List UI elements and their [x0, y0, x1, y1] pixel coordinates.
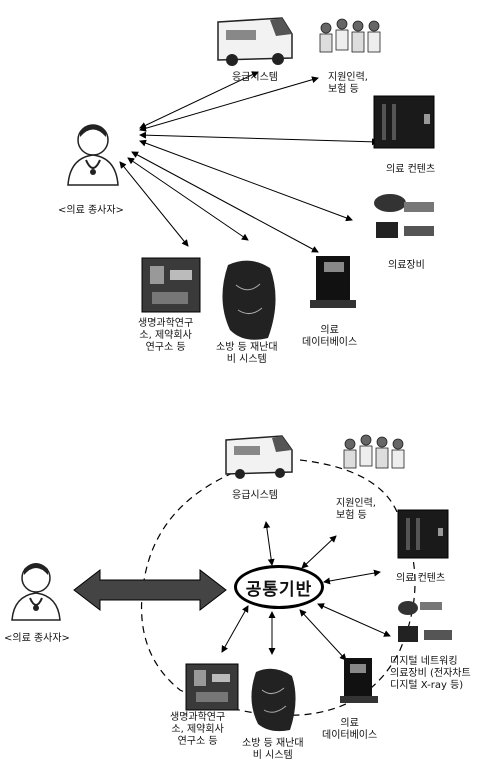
bottom-label-contents: 의료 컨텐츠	[396, 573, 446, 584]
doctor-icon	[11, 563, 61, 621]
top-arrows	[119, 71, 379, 253]
server-icon	[373, 95, 435, 149]
medical-devices-icon	[398, 601, 452, 642]
bottom-label-emergency: 응급시스템	[232, 490, 278, 501]
database-tower-icon	[340, 658, 378, 703]
top-label-practitioner: <의료 종사자>	[58, 205, 124, 216]
ambulance-icon	[217, 17, 293, 66]
top-label-emergency: 응급시스템	[232, 72, 278, 83]
staff-group-icon	[319, 18, 381, 53]
fire-system-icon	[251, 668, 296, 732]
bottom-label-equipment: 디지털 네트워킹 의료장비 (전자차트 디지털 X-ray 등)	[390, 656, 471, 691]
double-arrow	[73, 568, 227, 612]
hub-arrows	[221, 521, 391, 661]
top-label-equipment: 의료장비	[388, 260, 425, 271]
ambulance-icon	[225, 435, 293, 479]
bottom-label-lab: 생명과학연구 소, 제약회사 연구소 등	[170, 712, 226, 747]
bottom-label-practitioner: <의료 종사자>	[4, 633, 70, 644]
top-label-lab: 생명과학연구 소, 제약회사 연구소 등	[138, 318, 194, 353]
lab-equipment-icon	[141, 257, 201, 313]
fire-system-icon	[222, 260, 276, 340]
staff-group-icon	[343, 434, 405, 469]
doctor-icon	[67, 124, 119, 186]
top-label-fire: 소방 등 재난대 비 시스템	[216, 342, 278, 365]
top-label-database: 의료 데이터베이스	[302, 325, 358, 348]
hub-common-platform: 공통기반	[234, 565, 324, 609]
bottom-label-fire: 소방 등 재난대 비 시스템	[242, 738, 304, 761]
bottom-label-database: 의료 데이터베이스	[322, 718, 378, 741]
server-icon	[397, 509, 449, 559]
bottom-label-support: 지원인력, 보험 등	[336, 498, 376, 521]
database-tower-icon	[310, 256, 356, 308]
medical-devices-icon	[374, 194, 434, 238]
top-label-contents: 의료 컨텐츠	[386, 164, 436, 175]
top-label-support: 지원인력, 보험 등	[328, 72, 368, 95]
lab-equipment-icon	[185, 663, 239, 711]
